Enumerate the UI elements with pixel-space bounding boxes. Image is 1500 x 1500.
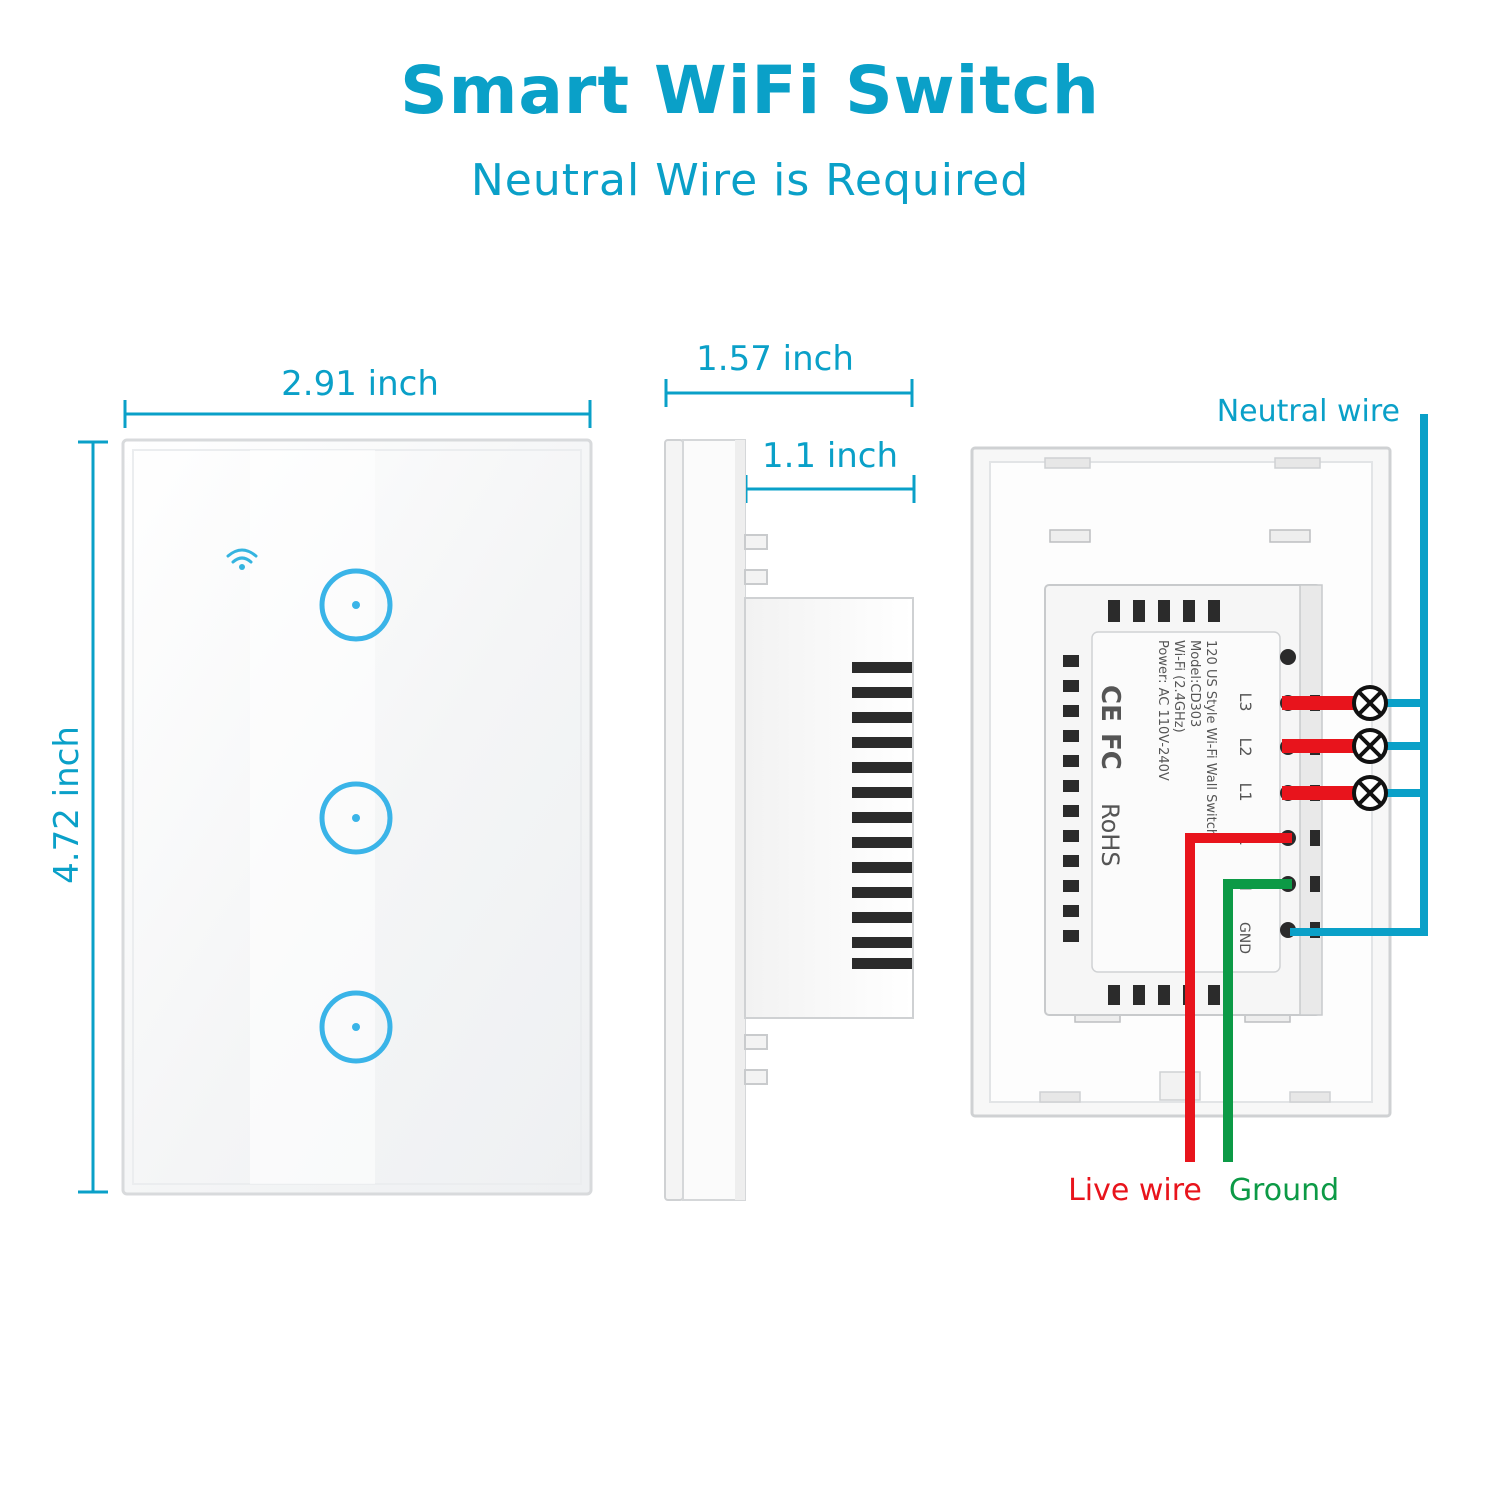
terminal-l2-label: L2 xyxy=(1236,737,1255,756)
side-plate xyxy=(664,439,684,1201)
ground-wire xyxy=(1223,879,1292,1162)
live-wire-label: Live wire xyxy=(1068,1173,1202,1208)
spec-line-3: Wi-Fi (2.4GHz) xyxy=(1171,640,1186,733)
height-label: 4.72 inch xyxy=(47,726,87,884)
side-view: 1.57 inch 1.1 inch xyxy=(664,339,916,1201)
neutral-wire-label: Neutral wire xyxy=(1217,394,1400,429)
touch-button-3[interactable] xyxy=(319,990,393,1064)
depth-body-label: 1.1 inch xyxy=(762,436,898,476)
spec-line-1: 120 US Style Wi-Fi Wall Switch xyxy=(1203,640,1218,837)
cert-group: CE FC RoHS xyxy=(1095,685,1125,867)
ce-mark: CE xyxy=(1095,685,1125,722)
spec-text-group: 120 US Style Wi-Fi Wall Switch Model:CD3… xyxy=(1155,640,1218,837)
depth-total-label: 1.57 inch xyxy=(696,339,854,379)
touch-button-2[interactable] xyxy=(319,781,393,855)
spec-line-2: Model:CD303 xyxy=(1187,640,1202,727)
spec-line-4: Power: AC 110V-240V xyxy=(1155,640,1170,781)
page-subtitle: Neutral Wire is Required xyxy=(470,155,1030,206)
ground-label: Ground xyxy=(1229,1173,1339,1208)
side-body xyxy=(744,597,914,1019)
back-view: 120 US Style Wi-Fi Wall Switch Model:CD3… xyxy=(970,446,1392,1118)
rohs-mark: RoHS xyxy=(1096,803,1124,867)
height-dimension xyxy=(78,440,108,1194)
width-label: 2.91 inch xyxy=(281,364,439,404)
touch-button-1[interactable] xyxy=(319,568,393,642)
depth-body-dimension xyxy=(744,475,916,503)
width-dimension xyxy=(123,400,592,428)
terminal-l1-label: L1 xyxy=(1236,782,1255,801)
wire-connector-icon xyxy=(1352,685,1388,811)
terminal-gnd-label: GND xyxy=(1236,922,1252,954)
depth-total-dimension xyxy=(664,379,914,407)
page-title: Smart WiFi Switch xyxy=(400,52,1100,129)
terminal-l3-label: L3 xyxy=(1236,692,1255,711)
neutral-wire xyxy=(1290,414,1428,936)
wifi-icon xyxy=(226,548,258,570)
back-left-vents xyxy=(1063,655,1079,942)
back-top-vents xyxy=(1108,600,1220,622)
front-view: 2.91 inch 4.72 inch xyxy=(47,364,593,1196)
wiring xyxy=(1185,414,1428,1162)
fc-mark: FC xyxy=(1095,733,1125,770)
side-vents xyxy=(852,662,912,969)
live-wire xyxy=(1185,833,1292,1162)
load-wires xyxy=(1282,696,1355,800)
